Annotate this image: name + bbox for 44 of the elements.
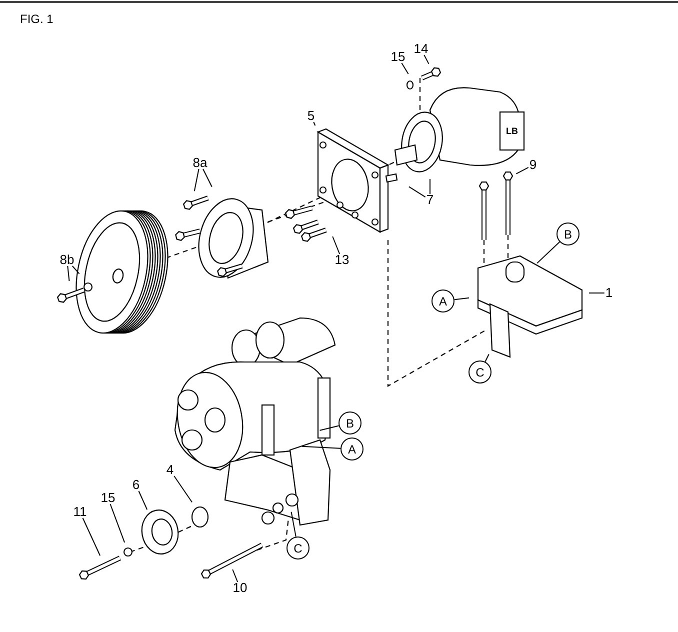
- leader-line: [516, 166, 529, 174]
- leader-line: [232, 569, 238, 582]
- callout-number: 8a: [192, 156, 208, 170]
- leader-line: [454, 297, 470, 300]
- leader-line: [72, 266, 80, 274]
- leader-line: [536, 241, 560, 264]
- leader-line: [302, 446, 342, 449]
- leader-line: [110, 504, 126, 543]
- callout-letter: B: [338, 412, 362, 434]
- callout-letter: C: [286, 536, 310, 560]
- leader-line: [194, 168, 200, 192]
- callout-number: 7: [426, 193, 434, 207]
- leader-line: [424, 54, 430, 64]
- callout-number: 8b: [60, 253, 74, 267]
- leader-line: [484, 354, 490, 362]
- leader-line: [138, 490, 148, 510]
- callout-number: 4: [166, 463, 174, 477]
- leader-line: [202, 168, 212, 188]
- callout-number: 10: [232, 581, 248, 595]
- callout-number: 6: [132, 478, 140, 492]
- callout-letter: B: [556, 222, 580, 246]
- leader-line: [313, 122, 316, 126]
- callout-number: 13: [334, 253, 350, 267]
- part-marking: LB: [506, 126, 518, 136]
- callout-number: 15: [100, 491, 116, 505]
- leader-line: [401, 62, 409, 75]
- callout-number: 15: [390, 50, 406, 64]
- callout-letter: A: [432, 290, 454, 312]
- leader-line: [408, 186, 426, 198]
- leader-line: [82, 518, 101, 556]
- leader-line: [588, 292, 605, 294]
- leader-line: [319, 425, 340, 431]
- callout-letter: A: [340, 438, 364, 460]
- leader-line: [67, 266, 70, 282]
- figure-title: FIG. 1: [20, 12, 54, 26]
- callout-number: 14: [414, 42, 428, 56]
- callout-letter: C: [468, 360, 492, 384]
- callout-number: 5: [307, 109, 315, 123]
- leader-line: [332, 236, 340, 254]
- leader-line: [290, 511, 296, 538]
- leader-line: [174, 476, 193, 503]
- callout-number: 9: [529, 158, 537, 172]
- callout-number: 11: [73, 505, 87, 519]
- callout-number: 1: [605, 286, 613, 300]
